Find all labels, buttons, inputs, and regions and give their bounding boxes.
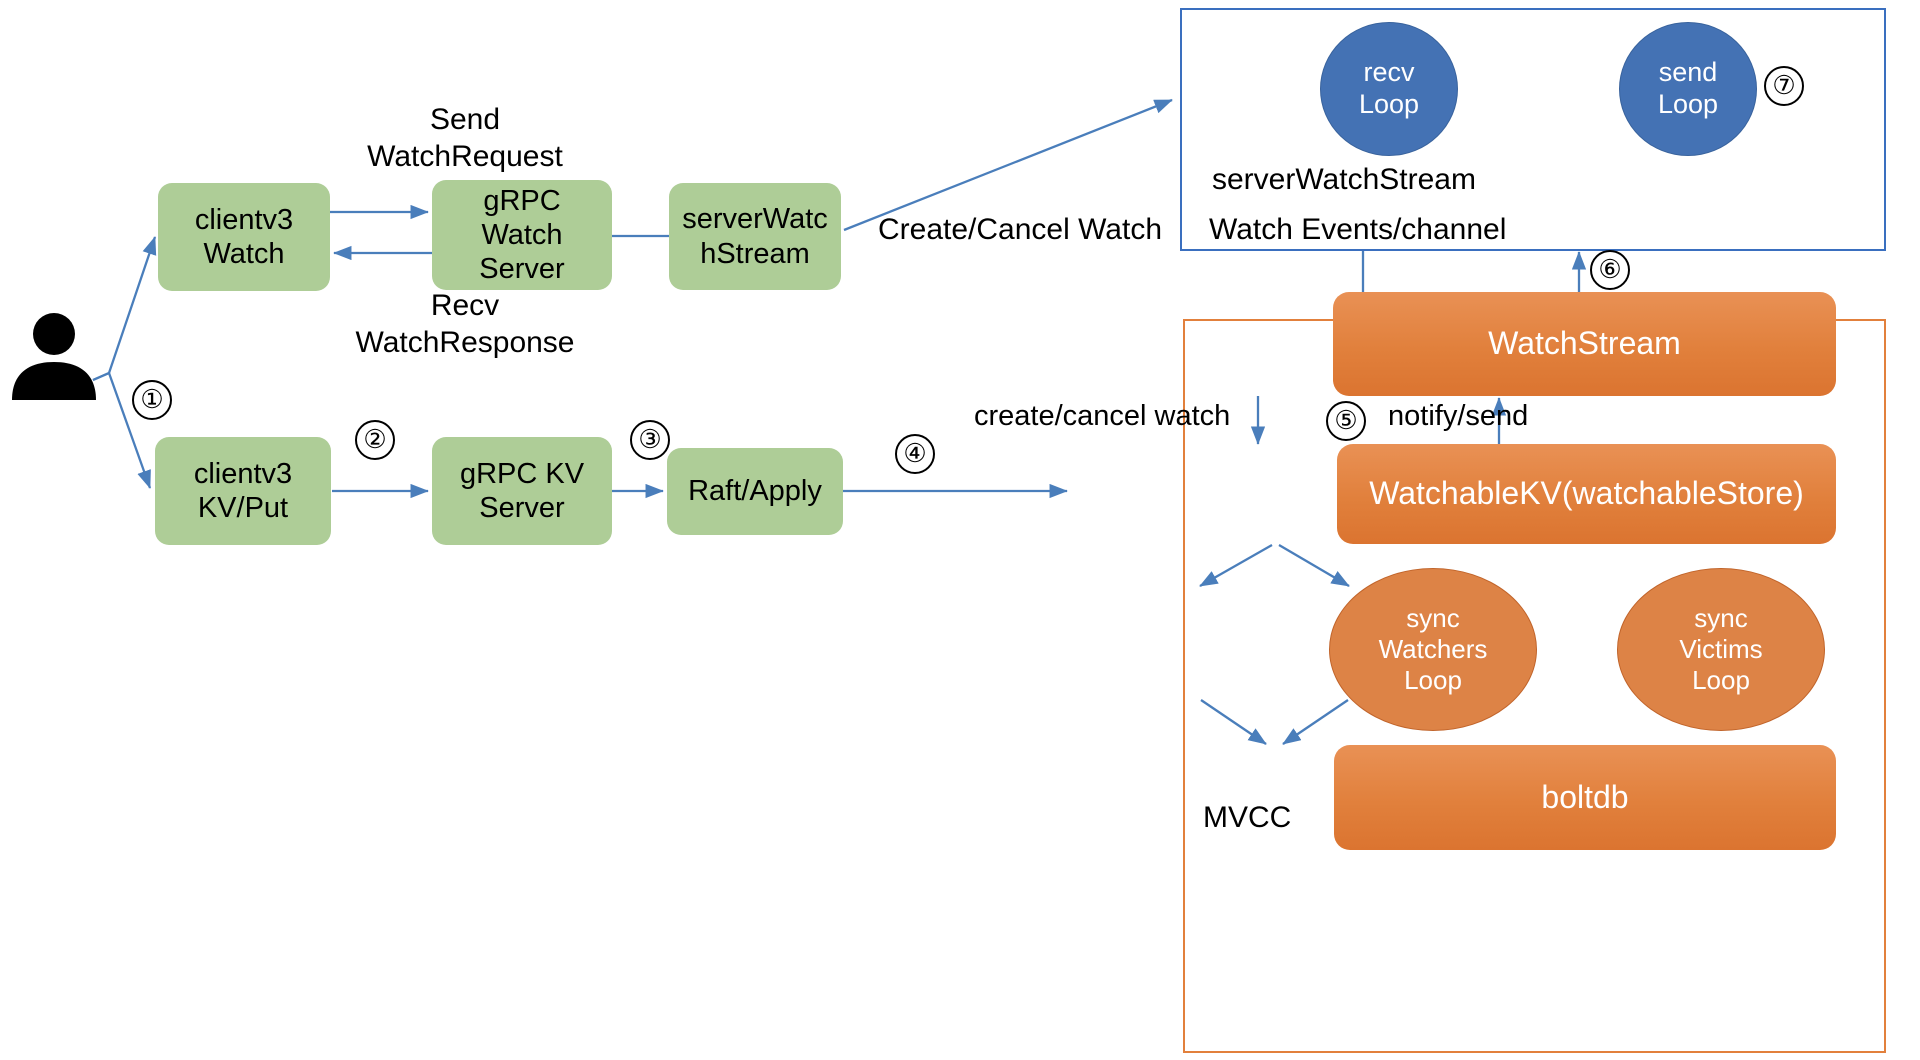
node-sync-watchers-loop-label: sync Watchers Loop [1378,603,1488,695]
edge-label-recv-watch-response: Recv WatchResponse [355,289,575,359]
node-watch-stream[interactable]: WatchStream [1333,292,1836,396]
node-boltdb[interactable]: boltdb [1334,745,1836,850]
node-server-watch-stream[interactable]: serverWatc hStream [669,183,841,290]
step-badge-3: ③ [630,420,670,460]
edge-label-notify-send: notify/send [1388,400,1529,432]
user-person-icon [12,313,96,400]
node-watchable-kv-label: WatchableKV(watchableStore) [1369,475,1804,512]
node-send-loop-label: send Loop [1657,57,1719,119]
node-grpc-watch-server-label: gRPC Watch Server [479,184,565,286]
node-boltdb-label: boltdb [1541,778,1629,815]
step-badge-2: ② [355,420,395,460]
node-clientv3-kv-put[interactable]: clientv3 KV/Put [155,437,331,545]
edge-label-send-watch-request: Send WatchRequest [367,103,563,173]
node-clientv3-watch[interactable]: clientv3 Watch [158,183,330,291]
container-mvcc-label: MVCC [1203,801,1292,834]
node-recv-loop-label: recv Loop [1358,57,1420,119]
container-server-watch-stream-label: serverWatchStream [1212,163,1476,196]
node-raft-apply[interactable]: Raft/Apply [667,448,843,535]
step-badge-1: ① [132,380,172,420]
node-clientv3-watch-label: clientv3 Watch [194,203,294,270]
node-watch-stream-label: WatchStream [1488,325,1681,362]
node-sync-watchers-loop[interactable]: sync Watchers Loop [1329,568,1537,731]
node-sync-victims-loop[interactable]: sync Victims Loop [1617,568,1825,731]
edge-label-create-cancel-watch-lower: create/cancel watch [974,400,1231,432]
node-clientv3-kv-put-label: clientv3 KV/Put [193,457,293,524]
node-grpc-kv-server[interactable]: gRPC KV Server [432,437,612,545]
step-badge-4: ④ [895,434,935,474]
container-server-watch-stream [1180,8,1886,251]
node-watchable-kv[interactable]: WatchableKV(watchableStore) [1337,444,1836,544]
step-badge-6: ⑥ [1590,250,1630,290]
node-server-watch-stream-label: serverWatc hStream [682,203,828,270]
node-raft-apply-label: Raft/Apply [688,475,822,508]
node-recv-loop[interactable]: recv Loop [1320,22,1458,156]
edge-label-watch-events-channel: Watch Events/channel [1209,213,1507,246]
node-grpc-kv-server-label: gRPC KV Server [459,457,585,524]
node-grpc-watch-server[interactable]: gRPC Watch Server [432,180,612,290]
edge-label-create-cancel-watch-upper: Create/Cancel Watch [878,213,1163,246]
step-badge-5: ⑤ [1326,401,1366,441]
step-badge-7: ⑦ [1764,66,1804,106]
node-send-loop[interactable]: send Loop [1619,22,1757,156]
node-sync-victims-loop-label: sync Victims Loop [1679,603,1763,695]
